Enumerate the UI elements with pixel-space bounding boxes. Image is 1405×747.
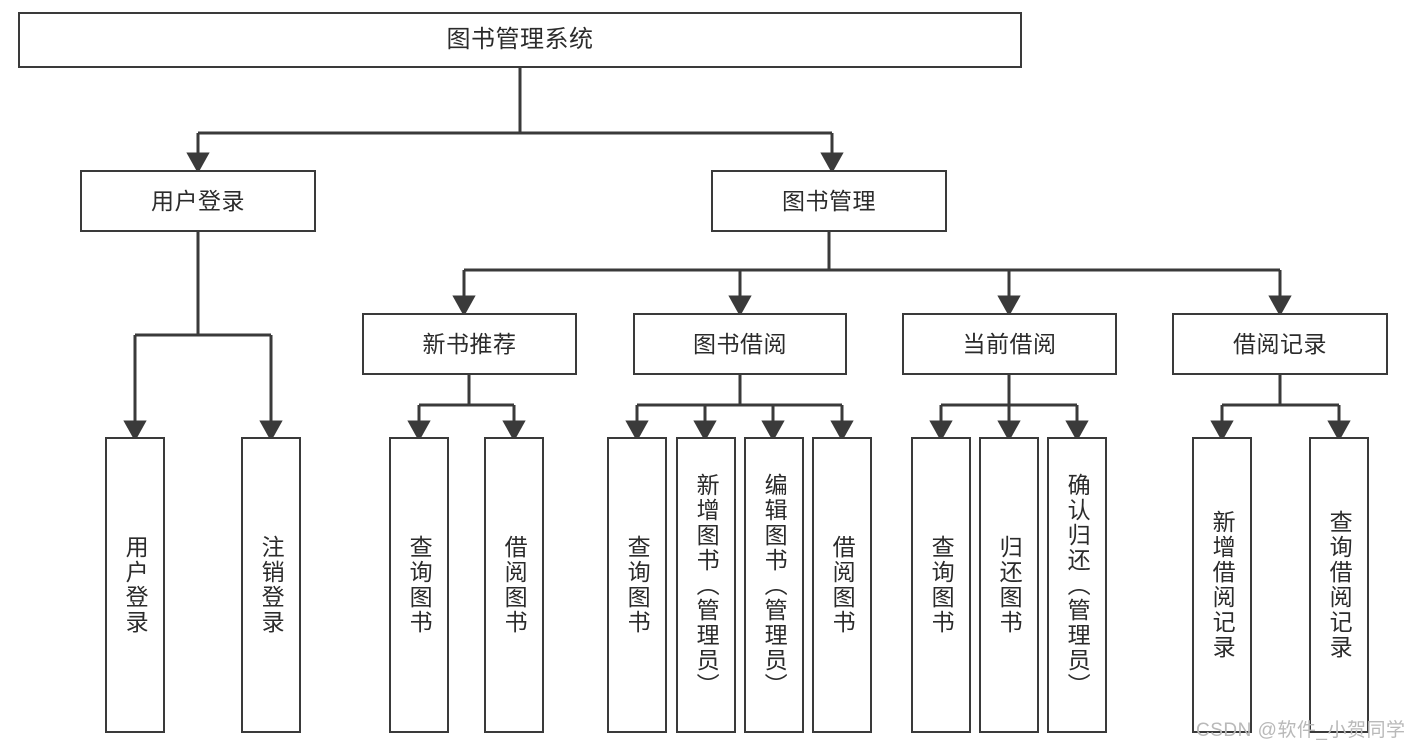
node-leaf-user-login[interactable]: 用户登录 xyxy=(105,437,165,733)
node-current-borrow-label: 当前借阅 xyxy=(962,330,1057,357)
node-leaf-confirm-return-label: 确认归还（管理员） xyxy=(1064,472,1091,698)
node-user-login[interactable]: 用户登录 xyxy=(80,170,316,232)
node-leaf-query-book-2-label: 查询图书 xyxy=(624,535,651,635)
node-leaf-query-book-2[interactable]: 查询图书 xyxy=(607,437,667,733)
node-leaf-borrow-book-1[interactable]: 借阅图书 xyxy=(484,437,544,733)
node-book-borrow[interactable]: 图书借阅 xyxy=(633,313,847,375)
node-leaf-add-book[interactable]: 新增图书（管理员） xyxy=(676,437,736,733)
node-leaf-query-book-3-label: 查询图书 xyxy=(928,535,955,635)
node-leaf-query-book-1[interactable]: 查询图书 xyxy=(389,437,449,733)
node-leaf-borrow-book-1-label: 借阅图书 xyxy=(501,535,528,635)
node-leaf-query-book-3[interactable]: 查询图书 xyxy=(911,437,971,733)
node-book-manage[interactable]: 图书管理 xyxy=(711,170,947,232)
node-leaf-add-record[interactable]: 新增借阅记录 xyxy=(1192,437,1252,733)
node-borrow-record-label: 借阅记录 xyxy=(1233,330,1327,357)
node-leaf-query-record-label: 查询借阅记录 xyxy=(1326,510,1353,660)
node-leaf-logout[interactable]: 注销登录 xyxy=(241,437,301,733)
node-leaf-query-record[interactable]: 查询借阅记录 xyxy=(1309,437,1369,733)
node-leaf-user-login-label: 用户登录 xyxy=(122,535,149,635)
node-leaf-edit-book-label: 编辑图书（管理员） xyxy=(761,472,788,698)
node-leaf-add-record-label: 新增借阅记录 xyxy=(1209,510,1236,660)
node-leaf-logout-label: 注销登录 xyxy=(258,535,285,635)
node-leaf-borrow-book-2[interactable]: 借阅图书 xyxy=(812,437,872,733)
node-borrow-record[interactable]: 借阅记录 xyxy=(1172,313,1388,375)
node-book-borrow-label: 图书借阅 xyxy=(693,330,787,357)
node-leaf-return-book[interactable]: 归还图书 xyxy=(979,437,1039,733)
node-current-borrow[interactable]: 当前借阅 xyxy=(902,313,1117,375)
node-leaf-return-book-label: 归还图书 xyxy=(996,535,1023,635)
node-new-book-recommendation[interactable]: 新书推荐 xyxy=(362,313,577,375)
node-leaf-edit-book[interactable]: 编辑图书（管理员） xyxy=(744,437,804,733)
node-root[interactable]: 图书管理系统 xyxy=(18,12,1022,68)
node-leaf-confirm-return[interactable]: 确认归还（管理员） xyxy=(1047,437,1107,733)
node-leaf-add-book-label: 新增图书（管理员） xyxy=(693,472,720,698)
node-root-label: 图书管理系统 xyxy=(446,26,594,54)
node-user-login-label: 用户登录 xyxy=(151,187,245,214)
node-leaf-query-book-1-label: 查询图书 xyxy=(406,535,433,635)
node-leaf-borrow-book-2-label: 借阅图书 xyxy=(829,535,856,635)
node-book-manage-label: 图书管理 xyxy=(782,187,876,214)
node-new-book-recommendation-label: 新书推荐 xyxy=(422,330,517,357)
